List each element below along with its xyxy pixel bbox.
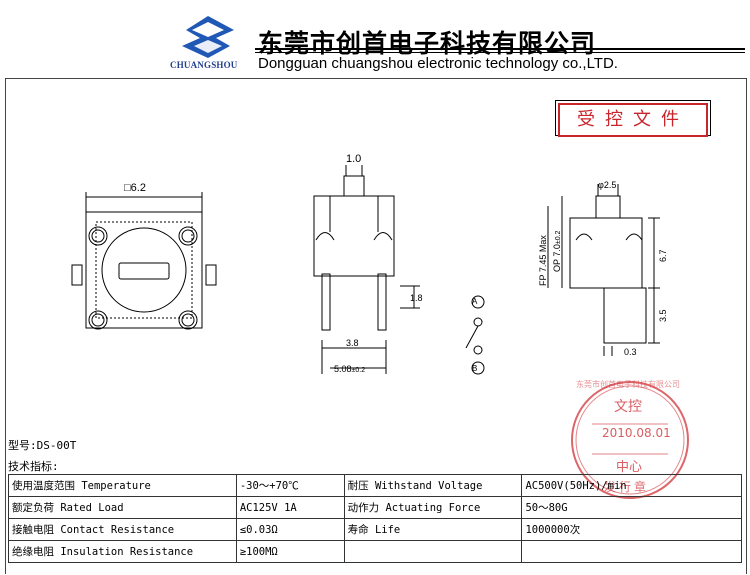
spec-label: 使用温度范围 Temperature <box>8 474 237 497</box>
spec-value <box>521 540 742 563</box>
label-width-3-8: 3.8 <box>346 338 359 348</box>
spec-label: 额定负荷 Rated Load <box>8 496 237 519</box>
label-diameter: φ2.5 <box>598 180 616 190</box>
label-dim-0-3: 0.3 <box>624 347 637 357</box>
controlled-doc-box: 受控文件 <box>555 100 711 137</box>
spec-label: 接触电阻 Contact Resistance <box>8 518 237 541</box>
logo-wordmark: CHUANGSHOU <box>170 60 238 70</box>
table-row: 绝缘电阻 Insulation Resistance ≥100MΩ <box>8 540 742 563</box>
label-width-5-08: 5.08±0.2 <box>334 364 365 374</box>
controlled-doc-label: 受控文件 <box>558 103 708 137</box>
spec-value: -30～+70℃ <box>235 474 345 497</box>
header-rule-thin <box>255 52 745 53</box>
company-name-en: Dongguan chuangshou electronic technolog… <box>258 55 618 72</box>
seal-date: 2010.08.01 <box>602 426 671 440</box>
spec-label: 寿命 Life <box>343 518 523 541</box>
spec-label <box>343 540 523 563</box>
company-logo <box>168 12 248 74</box>
top-view-body <box>85 211 203 329</box>
side-view-body <box>313 195 395 277</box>
spec-value: AC125V 1A <box>235 496 345 519</box>
top-view-slot <box>118 262 170 280</box>
spec-value: ≥100MΩ <box>235 540 345 563</box>
spec-value: 50～80G <box>521 496 742 519</box>
tech-title: 技术指标: <box>8 460 59 473</box>
spec-value: 1000000次 <box>521 518 742 541</box>
spec-label: 动作力 Actuating Force <box>343 496 523 519</box>
page-frame <box>5 78 747 574</box>
label-circuit-a: A <box>472 297 478 306</box>
seal-ring-text: 东莞市创首电子科技有限公司 <box>576 380 680 389</box>
label-circuit-b: B <box>472 364 477 373</box>
right-view-body <box>569 217 643 289</box>
header-rule <box>255 48 745 50</box>
label-op: OP 7.0±0.2 <box>552 230 562 272</box>
spec-value: AC500V(50Hz)/min <box>521 474 742 497</box>
spec-table: 使用温度范围 Temperature -30～+70℃ 耐压 Withstand… <box>8 474 742 563</box>
company-name-cn: 东莞市创首电子科技有限公司 <box>258 29 597 58</box>
table-row: 额定负荷 Rated Load AC125V 1A 动作力 Actuating … <box>8 496 742 519</box>
model-line: 型号:DS-00T <box>8 439 77 452</box>
seal-center: 中心 <box>616 460 643 475</box>
table-row: 接触电阻 Contact Resistance ≤0.03Ω 寿命 Life 1… <box>8 518 742 541</box>
seal-dept: 文控 <box>614 399 642 415</box>
label-square-size: □6.2 <box>124 182 146 194</box>
spec-label: 绝缘电阻 Insulation Resistance <box>8 540 237 563</box>
label-stem-width: 1.0 <box>346 153 361 165</box>
label-height-1-8: 1.8 <box>410 293 423 303</box>
table-row: 使用温度范围 Temperature -30～+70℃ 耐压 Withstand… <box>8 474 742 497</box>
spec-label: 耐压 Withstand Voltage <box>343 474 523 497</box>
label-dim-6-7: 6.7 <box>658 249 668 262</box>
spec-value: ≤0.03Ω <box>235 518 345 541</box>
label-dim-3-5: 3.5 <box>658 309 668 322</box>
label-fp: FP 7.45 Max <box>538 235 548 286</box>
top-view-actuator <box>101 227 187 313</box>
